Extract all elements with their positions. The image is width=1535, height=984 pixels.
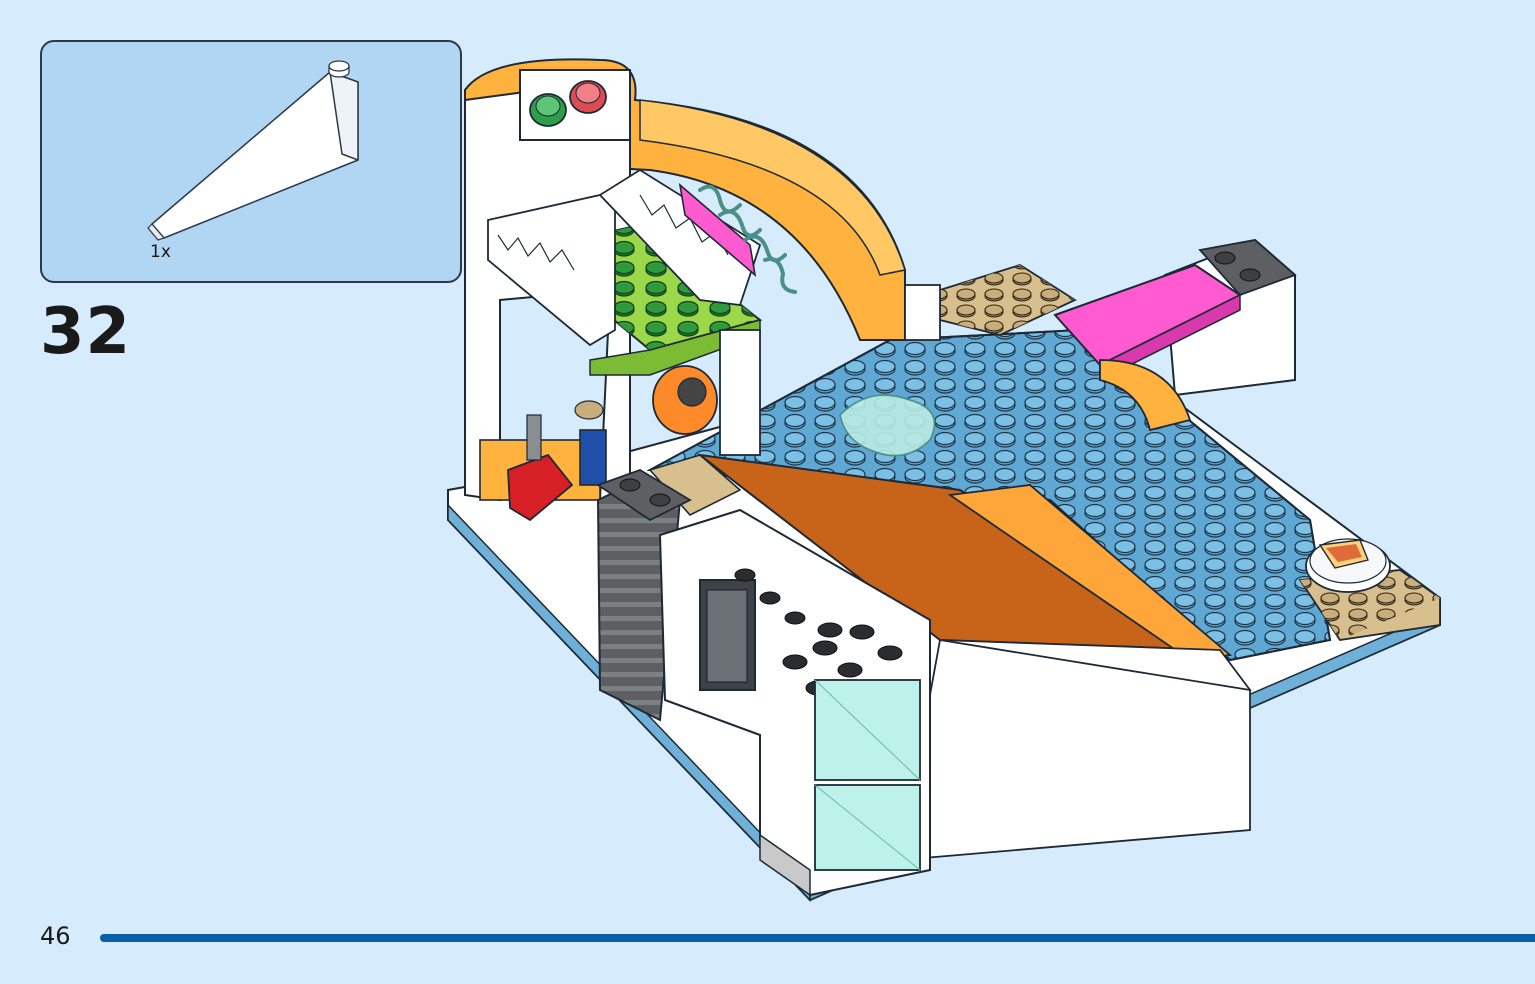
part-quantity: 1x (150, 242, 171, 262)
page-number: 46 (40, 922, 71, 950)
step-number: 32 (40, 295, 132, 369)
parts-callout: 1x (40, 40, 462, 283)
white-slope-brick-icon (147, 60, 359, 241)
page-footer-rule (100, 934, 1535, 942)
